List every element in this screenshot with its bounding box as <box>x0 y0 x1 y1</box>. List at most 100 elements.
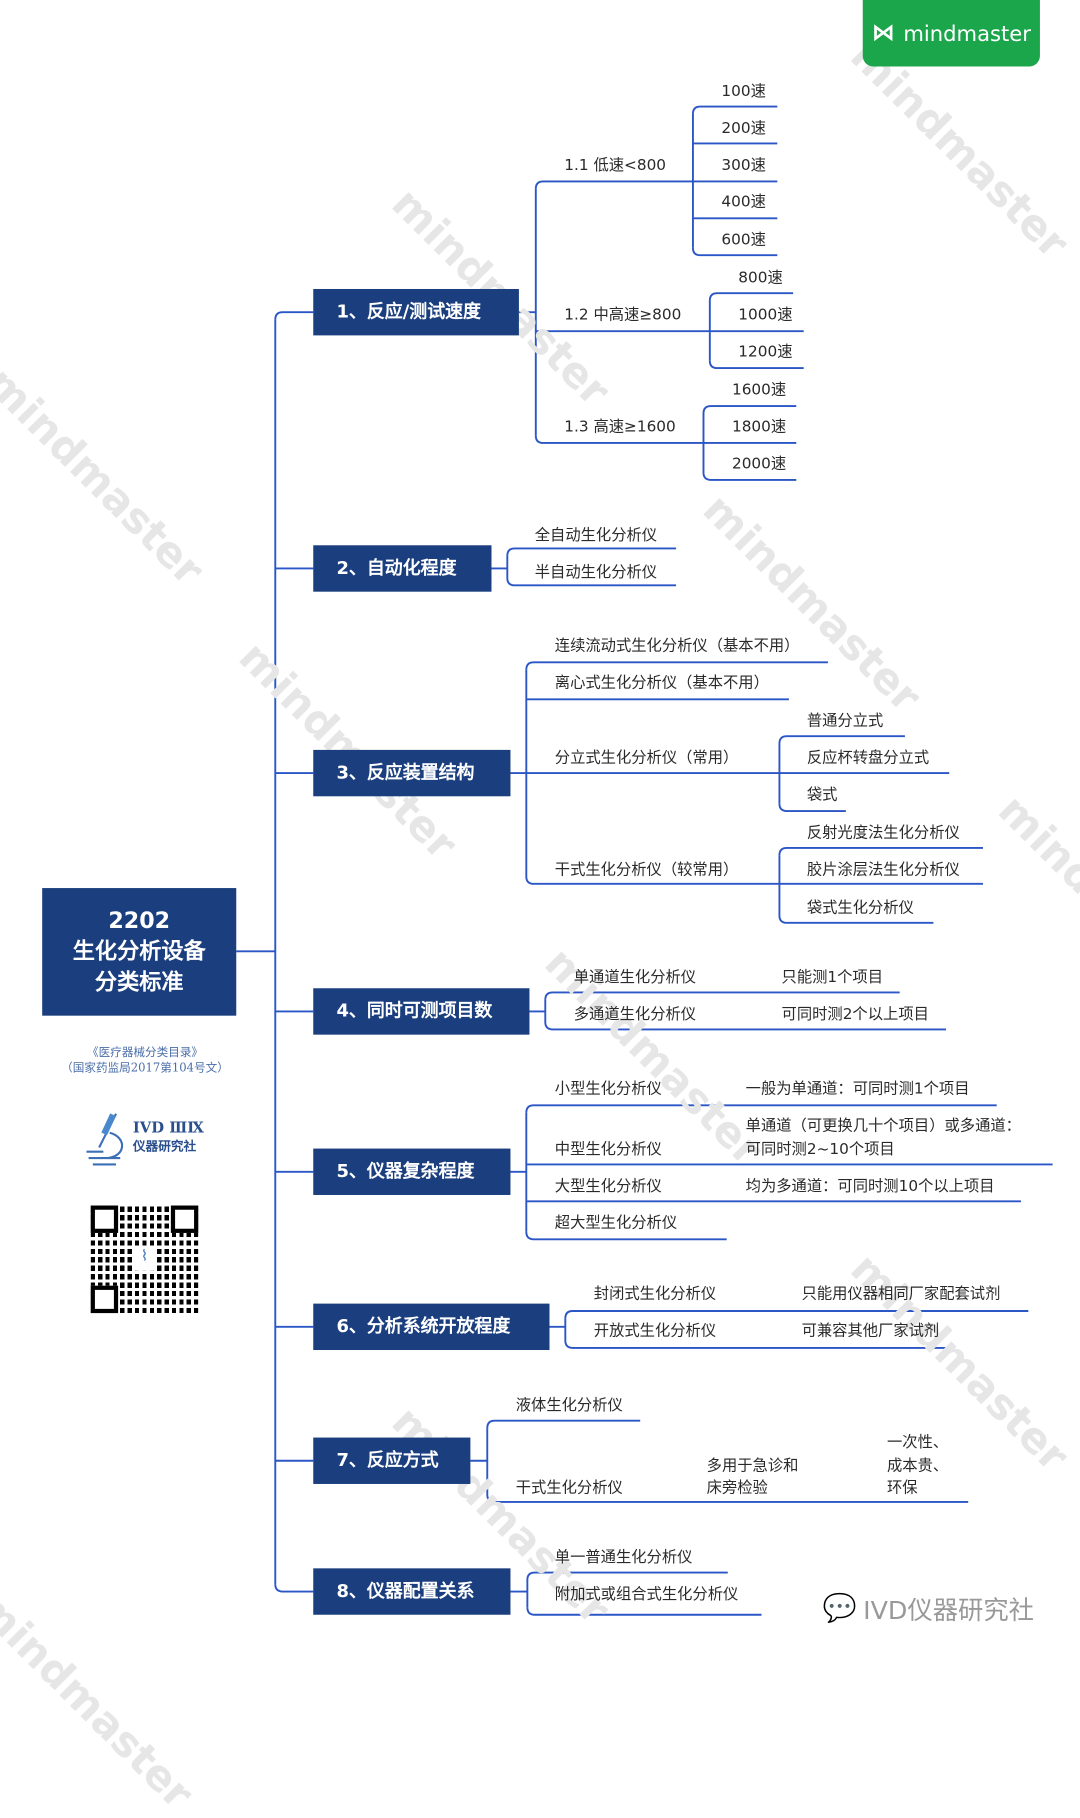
node-full-auto[interactable]: 全自动生化分析仪 <box>534 527 658 545</box>
connector-layer <box>236 105 1053 1616</box>
connector-line <box>691 247 778 257</box>
node-open[interactable]: 开放式生化分析仪 <box>593 1322 717 1340</box>
connector-line <box>534 180 693 189</box>
branch-3-structure[interactable]: 3、反应装置结构 <box>313 749 511 797</box>
branch-1-speed[interactable]: 1、反应/测试速度 <box>313 288 519 336</box>
leaf-speed[interactable]: 1200速 <box>738 343 793 361</box>
connector-line <box>525 661 828 670</box>
connector-line <box>486 1494 969 1503</box>
leaf[interactable]: 反应杯转盘分立式 <box>806 749 930 767</box>
node-note: 可同时测2~10个项目 <box>745 1141 895 1159</box>
brand-name: mindmaster <box>903 20 1031 46</box>
microscope-icon <box>86 1113 124 1166</box>
wechat-account: 💬 IVD仪器研究社 <box>823 1589 1034 1626</box>
connector-line <box>778 915 934 924</box>
node-liquid[interactable]: 液体生化分析仪 <box>515 1397 623 1415</box>
node-note: 可兼容其他厂家试剂 <box>801 1322 940 1340</box>
connector-line <box>525 876 780 885</box>
leaf-speed[interactable]: 400速 <box>721 194 766 211</box>
node-single[interactable]: 单一普通生化分析仪 <box>554 1549 693 1567</box>
connector-line <box>778 803 846 813</box>
ivd-logo-text: 仪器研究社 <box>132 1139 197 1154</box>
node-low-speed[interactable]: 1.1 低速<800 <box>564 157 667 175</box>
node-note: 成本贵、 <box>887 1457 949 1475</box>
leaf[interactable]: 袋式生化分析仪 <box>806 899 914 917</box>
leaf-speed[interactable]: 200速 <box>721 120 766 138</box>
branch-7-reaction[interactable]: 7、反应方式 <box>313 1437 471 1484</box>
connector-line <box>544 991 900 1000</box>
leaf-speed[interactable]: 300速 <box>721 157 766 175</box>
node-closed[interactable]: 封闭式生化分析仪 <box>593 1285 717 1303</box>
mindmaster-logo[interactable]: ⋈ mindmaster <box>862 0 1040 67</box>
connector-line <box>534 435 704 444</box>
wechat-icon: 💬 <box>822 1592 857 1624</box>
root-line: 2202 <box>108 908 171 934</box>
node-note: 单通道（可更换几十个项目）或多通道： <box>745 1117 1021 1135</box>
connector-line <box>702 472 797 481</box>
node-high-speed[interactable]: 1.3 高速≥1600 <box>564 418 676 436</box>
connector-line <box>564 1310 1029 1319</box>
node-extra-large[interactable]: 超大型生化分析仪 <box>554 1215 678 1232</box>
connector-line <box>274 1584 314 1593</box>
node-note: 一般为单通道：可同时测1个项目 <box>745 1081 970 1098</box>
connector-line <box>525 1104 997 1113</box>
leaf[interactable]: 普通分立式 <box>806 712 884 730</box>
node-mid-speed[interactable]: 1.2 中高速≥800 <box>564 306 682 324</box>
footer-text: IVD仪器研究社 <box>863 1595 1034 1626</box>
node-continuous-flow[interactable]: 连续流动式生化分析仪（基本不用） <box>554 638 800 655</box>
source-citation: （国家药监局2017第104号文） <box>61 1061 229 1075</box>
node-medium[interactable]: 中型生化分析仪 <box>554 1141 662 1159</box>
mindmaster-icon: ⋈ <box>871 20 895 47</box>
dna-icon: ⅢⅨ <box>169 1120 204 1137</box>
branch-8-config[interactable]: 8、仪器配置关系 <box>313 1568 511 1615</box>
leaf-speed[interactable]: 1000速 <box>738 306 793 324</box>
branch-2-automation[interactable]: 2、自动化程度 <box>313 545 492 592</box>
root-node[interactable]: 2202 生化分析设备 分类标准 <box>42 888 237 1016</box>
leaf-speed[interactable]: 2000速 <box>731 455 787 473</box>
connector-line <box>506 577 677 587</box>
qr-finder-patterns: ⌇ <box>90 1205 199 1314</box>
connector-line <box>708 360 804 370</box>
branch-4-items[interactable]: 4、同时可测项目数 <box>313 988 530 1035</box>
leaf-speed[interactable]: 100速 <box>721 83 766 101</box>
connector-line <box>526 1571 728 1580</box>
connector-line <box>274 311 314 320</box>
ivd-logo: IVD ⅢⅨ 仪器研究社 <box>84 1110 204 1167</box>
connector-line <box>486 1419 641 1429</box>
ivd-logo-text: IVD <box>132 1120 165 1137</box>
connector-line <box>564 1340 951 1349</box>
node-combined[interactable]: 附加式或组合式生化分析仪 <box>554 1586 739 1604</box>
root-line: 分类标准 <box>94 969 184 995</box>
connector-line <box>778 735 905 744</box>
node-semi-auto[interactable]: 半自动生化分析仪 <box>534 564 658 582</box>
connector-line <box>702 405 797 414</box>
leaf[interactable]: 袋式 <box>806 786 838 804</box>
node-note: 多用于急诊和 <box>706 1457 799 1475</box>
node-note: 床旁检验 <box>706 1479 768 1497</box>
node-dry[interactable]: 干式生化分析仪（较常用） <box>554 861 739 879</box>
node-note: 一次性、 <box>887 1434 949 1452</box>
node-note: 只能用仪器相同厂家配套试剂 <box>801 1285 1001 1303</box>
connector-line <box>525 1231 727 1241</box>
node-dry-reaction[interactable]: 干式生化分析仪 <box>515 1479 623 1497</box>
node-discrete[interactable]: 分立式生化分析仪（常用） <box>554 749 739 767</box>
leaf-speed[interactable]: 1800速 <box>731 418 787 436</box>
leaf-speed[interactable]: 600速 <box>721 232 766 249</box>
node-note: 环保 <box>887 1479 918 1497</box>
branch-5-complexity[interactable]: 5、仪器复杂程度 <box>313 1148 511 1195</box>
branch-6-openness[interactable]: 6、分析系统开放程度 <box>313 1303 550 1351</box>
connector-line <box>691 105 778 114</box>
node-multi-channel[interactable]: 多通道生化分析仪 <box>573 1006 697 1024</box>
node-large[interactable]: 大型生化分析仪 <box>554 1178 662 1195</box>
node-centrifugal[interactable]: 离心式生化分析仪（基本不用） <box>554 675 769 692</box>
leaf[interactable]: 胶片涂层法生化分析仪 <box>806 861 960 879</box>
node-small[interactable]: 小型生化分析仪 <box>554 1081 662 1098</box>
leaf[interactable]: 反射光度法生化分析仪 <box>806 824 960 842</box>
leaf-speed[interactable]: 800速 <box>738 270 783 287</box>
node-single-channel[interactable]: 单通道生化分析仪 <box>573 969 697 987</box>
leaf-speed[interactable]: 1600速 <box>731 381 787 399</box>
source-citation: 《医疗器械分类目录》 <box>87 1045 204 1059</box>
connector-line <box>544 1021 947 1031</box>
node-note: 均为多通道：可同时测10个以上项目 <box>745 1178 995 1195</box>
